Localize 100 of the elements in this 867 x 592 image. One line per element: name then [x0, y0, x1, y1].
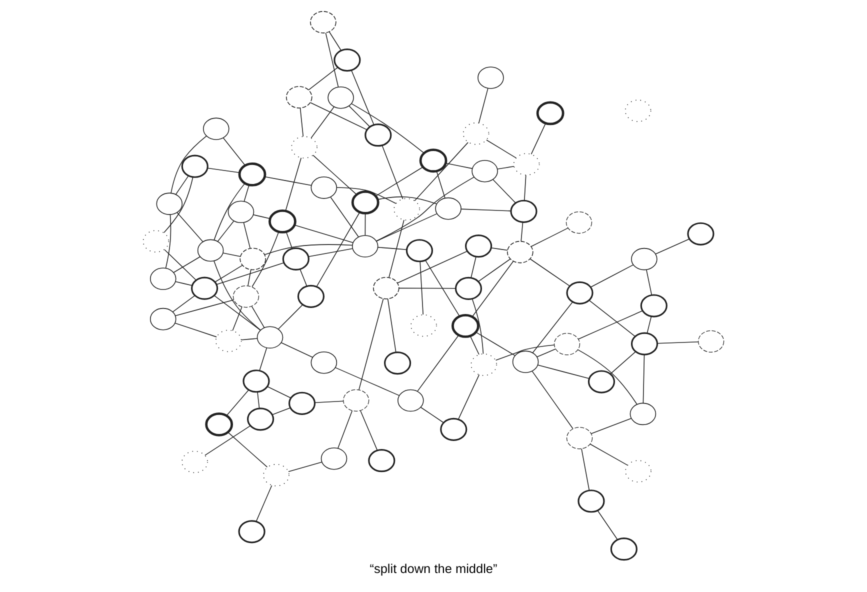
connector — [358, 298, 384, 390]
node-circle — [205, 412, 234, 436]
connector — [264, 176, 312, 186]
node-circle — [238, 520, 266, 544]
node-circle — [310, 351, 338, 374]
connector — [420, 261, 424, 315]
node-circle — [625, 460, 652, 482]
connector — [286, 232, 293, 249]
node-circle — [512, 350, 539, 373]
connector — [470, 336, 480, 355]
connector — [387, 298, 396, 353]
connector — [278, 304, 304, 330]
node-circle — [232, 285, 260, 308]
connector — [417, 334, 460, 392]
connector — [310, 102, 368, 130]
connector — [420, 406, 444, 424]
node-circle — [454, 276, 482, 300]
node-circle — [394, 198, 420, 220]
node-circle — [510, 200, 538, 223]
connector — [285, 158, 302, 212]
connector — [436, 170, 446, 198]
connector — [316, 212, 360, 288]
connector — [590, 264, 634, 288]
node-circle — [398, 389, 424, 412]
node-circle — [156, 192, 183, 215]
node-circle — [578, 490, 605, 513]
connector — [376, 176, 474, 242]
node-circle — [630, 402, 656, 426]
node-circle — [470, 354, 497, 376]
node-circle — [554, 333, 580, 356]
node-circle — [472, 160, 498, 182]
node-circle — [566, 427, 593, 450]
node-circle — [150, 308, 176, 330]
connector — [175, 281, 193, 286]
connector — [214, 264, 243, 282]
node-circle — [268, 210, 296, 234]
connector — [425, 260, 460, 317]
connector — [214, 260, 261, 330]
connector — [170, 136, 207, 194]
connector — [175, 176, 189, 195]
connector — [470, 256, 476, 278]
node-circle — [465, 234, 492, 258]
node-circle — [150, 268, 176, 290]
node-circle — [352, 235, 378, 258]
connector — [308, 248, 353, 258]
node-circle — [698, 330, 724, 352]
connector — [478, 258, 511, 282]
node-circle — [142, 230, 170, 252]
connector — [382, 144, 404, 200]
connector — [578, 310, 643, 340]
connector — [241, 338, 258, 340]
node-circle — [478, 66, 504, 89]
connector — [173, 256, 200, 273]
connector — [364, 212, 366, 236]
connector — [351, 103, 424, 154]
connector — [590, 444, 628, 466]
connector — [280, 342, 314, 358]
node-circle — [410, 314, 437, 337]
connector — [536, 348, 556, 358]
node-circle — [513, 153, 540, 176]
node-circle — [566, 211, 592, 234]
connector — [472, 261, 514, 318]
connector — [646, 270, 652, 296]
connector — [351, 70, 374, 126]
connector — [244, 184, 250, 202]
connector — [328, 31, 342, 51]
connector — [252, 232, 280, 288]
connector — [590, 418, 632, 434]
connector — [581, 448, 590, 491]
connector — [228, 432, 268, 468]
connector — [259, 347, 268, 371]
connector — [478, 88, 488, 124]
connector — [397, 250, 468, 284]
node-circle — [310, 11, 336, 34]
node-circle — [197, 239, 224, 262]
node-circle — [640, 294, 668, 318]
connector — [486, 140, 516, 158]
node-circle — [452, 314, 480, 338]
node-circle — [191, 276, 218, 300]
node-circle — [310, 176, 338, 199]
connector — [476, 332, 516, 356]
connector — [222, 137, 246, 166]
connector — [214, 295, 261, 331]
connector — [251, 306, 265, 328]
connector — [174, 299, 234, 316]
connector — [532, 370, 574, 430]
node-circle — [181, 154, 208, 178]
connector — [537, 364, 590, 379]
connector — [325, 32, 339, 88]
connector — [348, 106, 370, 128]
node-circle — [506, 240, 534, 264]
node-circle — [297, 284, 325, 308]
connector — [216, 262, 284, 285]
connector — [388, 220, 404, 278]
connector — [520, 222, 524, 242]
connector — [530, 122, 546, 155]
connector — [272, 407, 291, 416]
connector — [314, 400, 344, 404]
connector — [164, 176, 194, 234]
connector — [578, 349, 638, 404]
